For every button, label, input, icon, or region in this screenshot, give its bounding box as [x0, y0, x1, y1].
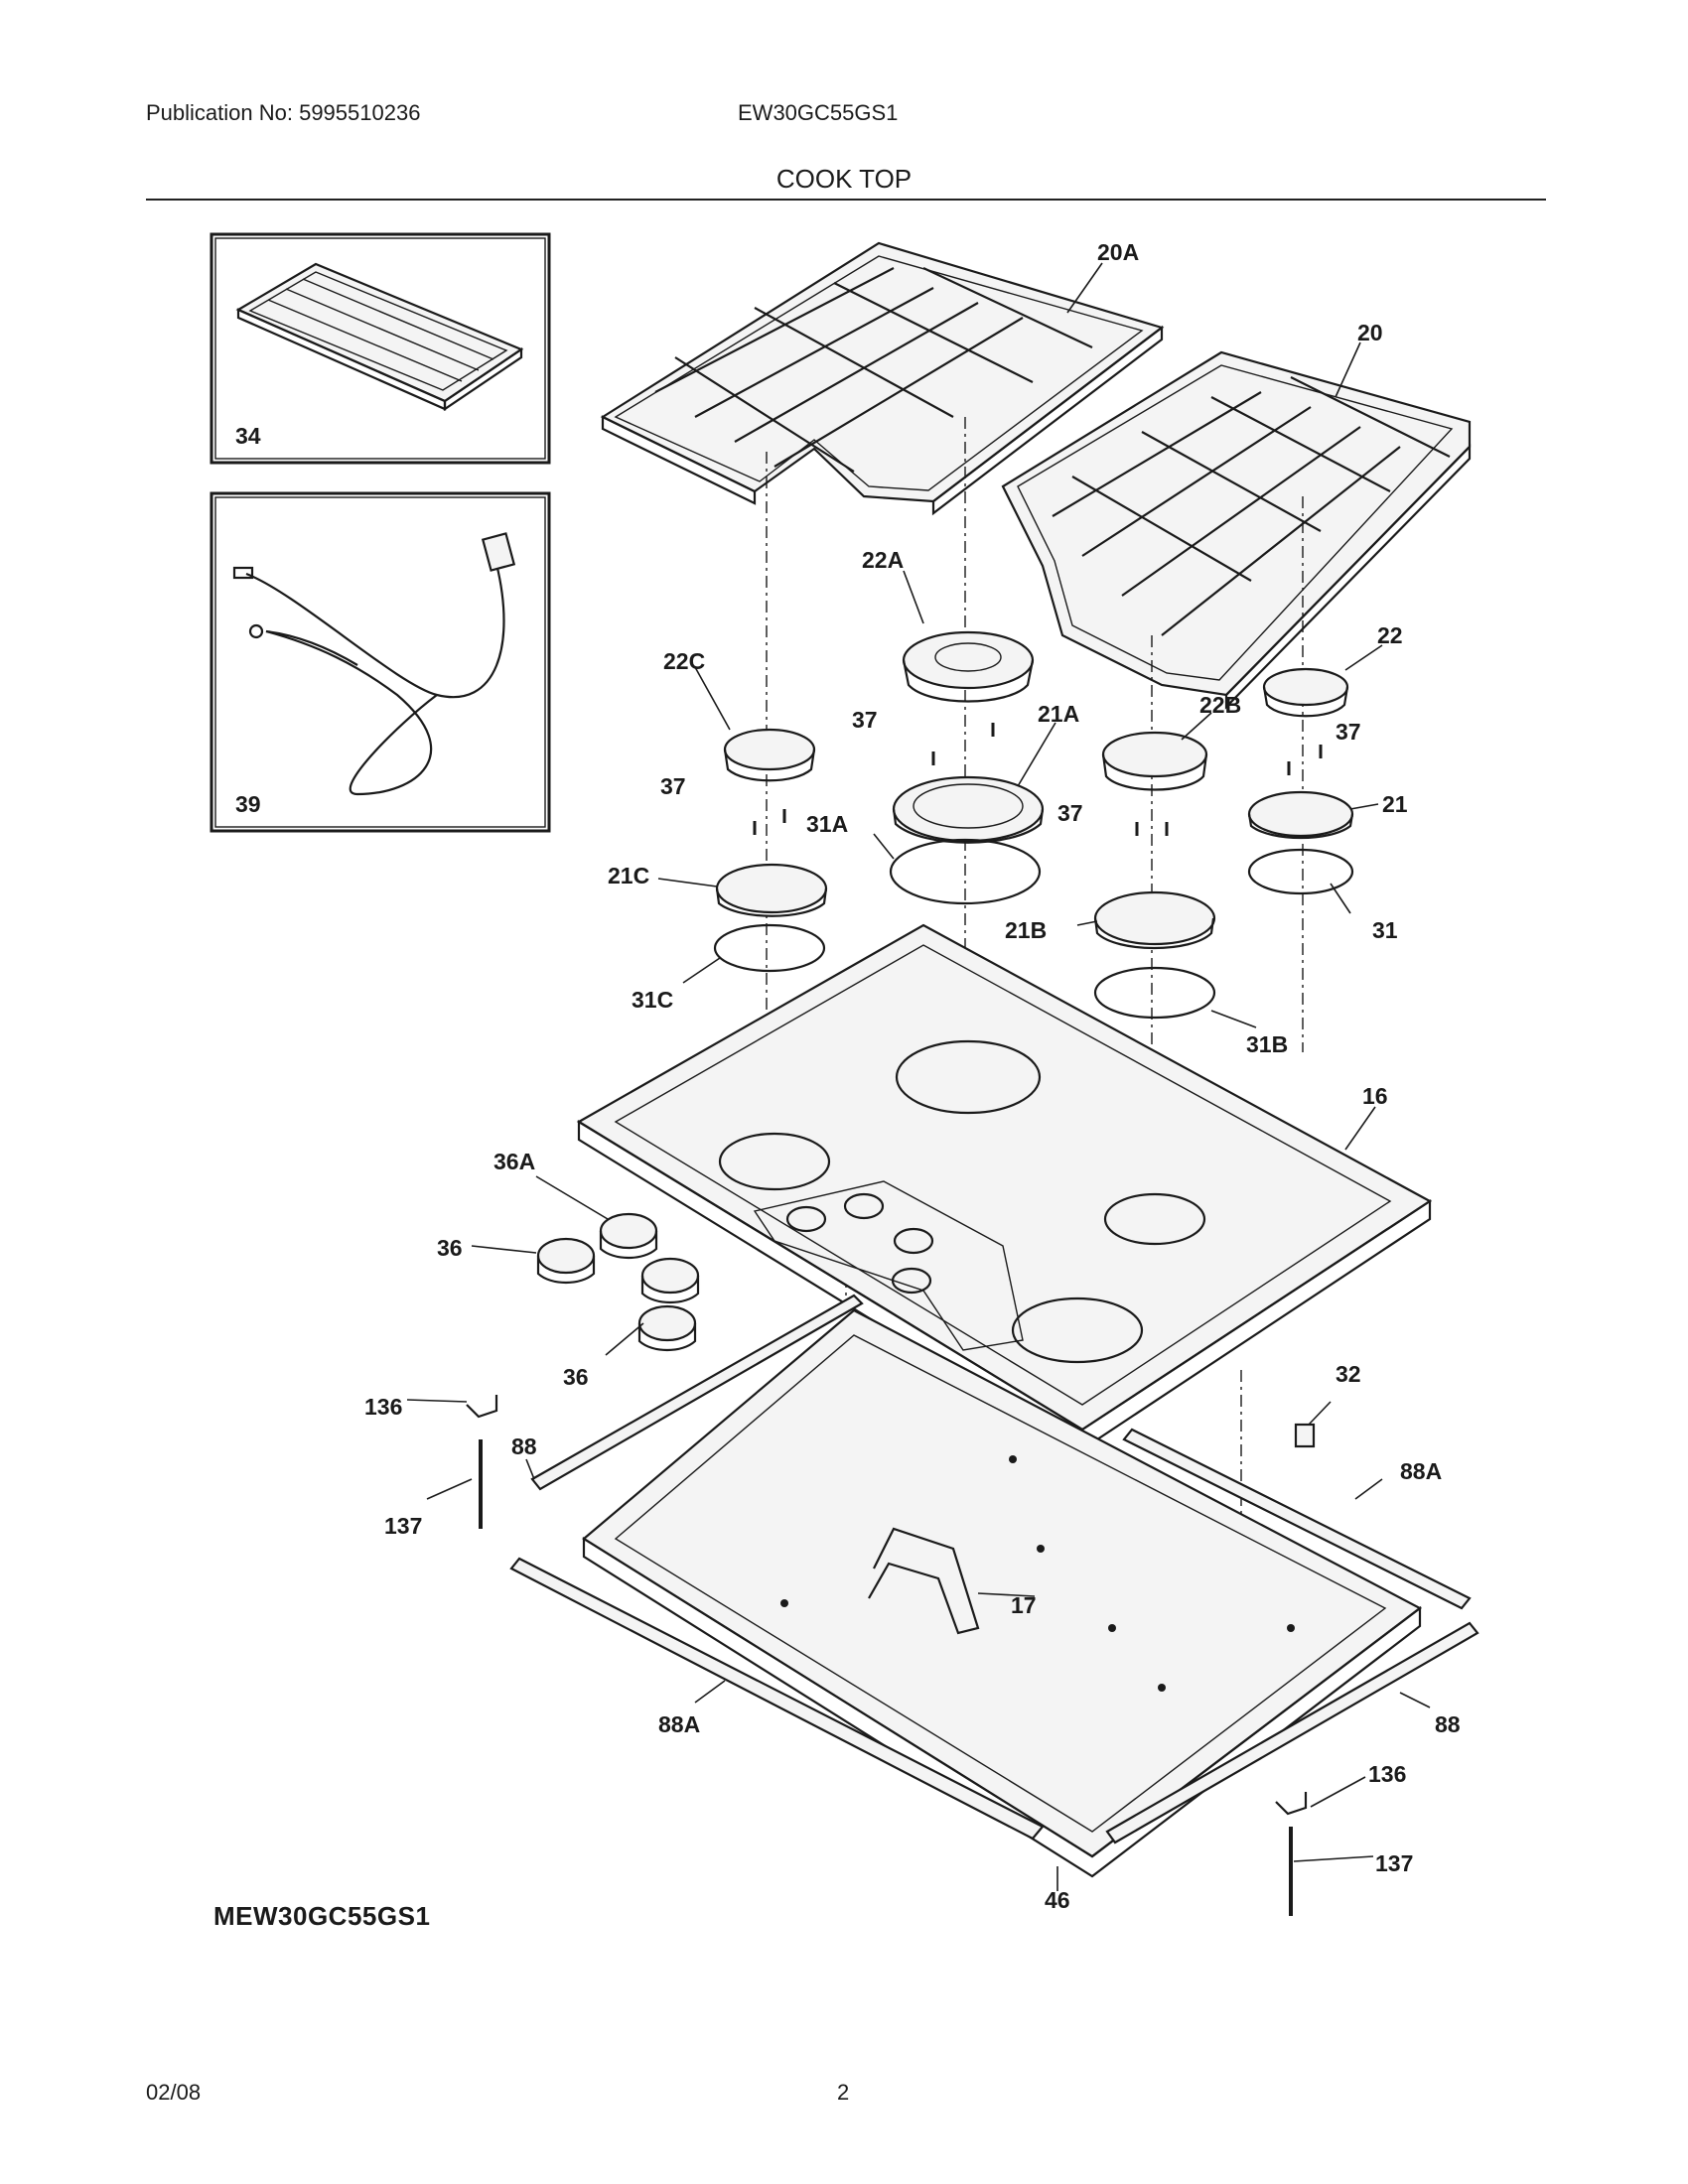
label-21B: 21B: [1005, 917, 1047, 943]
label-36-a: 36: [437, 1235, 463, 1261]
trim-88-front: [1105, 1621, 1479, 1844]
gasket-31: [1247, 848, 1354, 895]
header-rule: [146, 199, 1546, 201]
bracket-136-right: [1275, 1792, 1308, 1816]
label-36-b: 36: [563, 1364, 589, 1390]
knob-icon: [640, 1257, 700, 1303]
burner-cap-22: [1262, 667, 1349, 718]
cooktop-panel-16: [576, 923, 1433, 1451]
part-labels: 20A 20 22A 22C 22B 22 37 21A 37 37 37 31…: [364, 239, 1461, 1913]
footer-model-code: MEW30GC55GS1: [213, 1901, 431, 1931]
bracket-136-left: [466, 1395, 498, 1419]
trim-88A-front: [509, 1557, 1045, 1841]
label-20: 20: [1357, 320, 1383, 345]
section-title: COOK TOP: [775, 164, 913, 194]
burner-cap-22A: [902, 630, 1035, 703]
label-46: 46: [1045, 1887, 1070, 1913]
burner-hole-3: [1103, 1192, 1206, 1246]
label-37-a: 37: [852, 707, 878, 733]
label-88A-b: 88A: [658, 1711, 700, 1737]
label-20A: 20A: [1097, 239, 1139, 265]
burner-hole-2: [895, 1039, 1042, 1115]
power-cord-icon: [232, 532, 516, 796]
label-17: 17: [1011, 1592, 1037, 1618]
grate-20A: [600, 241, 1165, 516]
hardware: [466, 1395, 1316, 1916]
burner-head-21: [1247, 790, 1354, 840]
gasket-31A: [889, 838, 1042, 905]
label-37-d: 37: [1057, 800, 1083, 826]
burner-hole-4: [1011, 1297, 1144, 1364]
gasket-31B: [1093, 966, 1216, 1020]
page-number: 2: [837, 2080, 850, 2105]
label-136-a: 136: [364, 1394, 402, 1420]
burner-cap-22B: [1101, 731, 1208, 791]
burner-caps: [723, 630, 1349, 791]
label-16: 16: [1362, 1083, 1388, 1109]
knob-hole: [893, 1227, 934, 1255]
knob-hole: [785, 1205, 827, 1233]
knob-hole: [843, 1192, 885, 1220]
label-88A-a: 88A: [1400, 1458, 1442, 1484]
label-36A: 36A: [493, 1149, 535, 1174]
burner-hole-1: [718, 1132, 831, 1191]
label-21C: 21C: [608, 863, 649, 888]
burner-heads: [715, 775, 1354, 950]
label-37-b: 37: [1336, 719, 1361, 745]
knobs-36: [536, 1212, 700, 1351]
label-31: 31: [1372, 917, 1398, 943]
bracket-17: [868, 1527, 980, 1635]
burner-head-21B: [1093, 890, 1216, 950]
label-31A: 31A: [806, 811, 848, 837]
knob-icon: [536, 1237, 596, 1284]
label-22B: 22B: [1199, 692, 1241, 718]
knob-icon: [637, 1304, 697, 1351]
label-136-b: 136: [1368, 1761, 1406, 1787]
trim-strips: [509, 1294, 1479, 1844]
label-21A: 21A: [1038, 701, 1079, 727]
burner-head-21A: [892, 775, 1045, 844]
burner-gaskets: [713, 838, 1354, 1020]
label-39: 39: [235, 791, 261, 817]
gasket-31C: [713, 923, 826, 973]
model-number: EW30GC55GS1: [738, 100, 899, 125]
label-88-a: 88: [511, 1433, 537, 1459]
label-32: 32: [1336, 1361, 1361, 1387]
label-137-a: 137: [384, 1513, 422, 1539]
knob-hole: [891, 1267, 932, 1295]
label-21: 21: [1382, 791, 1408, 817]
label-22: 22: [1377, 622, 1403, 648]
leader-lines: [406, 262, 1431, 1891]
burner-head-21C: [715, 863, 828, 917]
inset-panel-34: 34: [210, 232, 551, 465]
publication-number: Publication No: 5995510236: [146, 100, 421, 125]
burner-cap-22C: [723, 728, 816, 782]
trim-88A-right: [1122, 1428, 1472, 1610]
burner-box-46: [582, 1308, 1423, 1878]
label-34: 34: [235, 423, 261, 449]
publication-date: 02/08: [146, 2080, 202, 2105]
label-88-b: 88: [1435, 1711, 1461, 1737]
orifice-32: [1294, 1423, 1316, 1448]
griddle-icon: [235, 262, 524, 412]
knob-icon: [599, 1212, 658, 1259]
screws-37: [753, 723, 1323, 836]
label-31B: 31B: [1246, 1031, 1288, 1057]
trim-88-left: [530, 1294, 864, 1491]
label-37-c: 37: [660, 773, 686, 799]
label-137-b: 137: [1375, 1850, 1413, 1876]
label-31C: 31C: [632, 987, 673, 1013]
inset-panel-39: 39: [210, 491, 551, 833]
grate-20: [1001, 350, 1472, 710]
label-22A: 22A: [862, 547, 904, 573]
label-22C: 22C: [663, 648, 705, 674]
